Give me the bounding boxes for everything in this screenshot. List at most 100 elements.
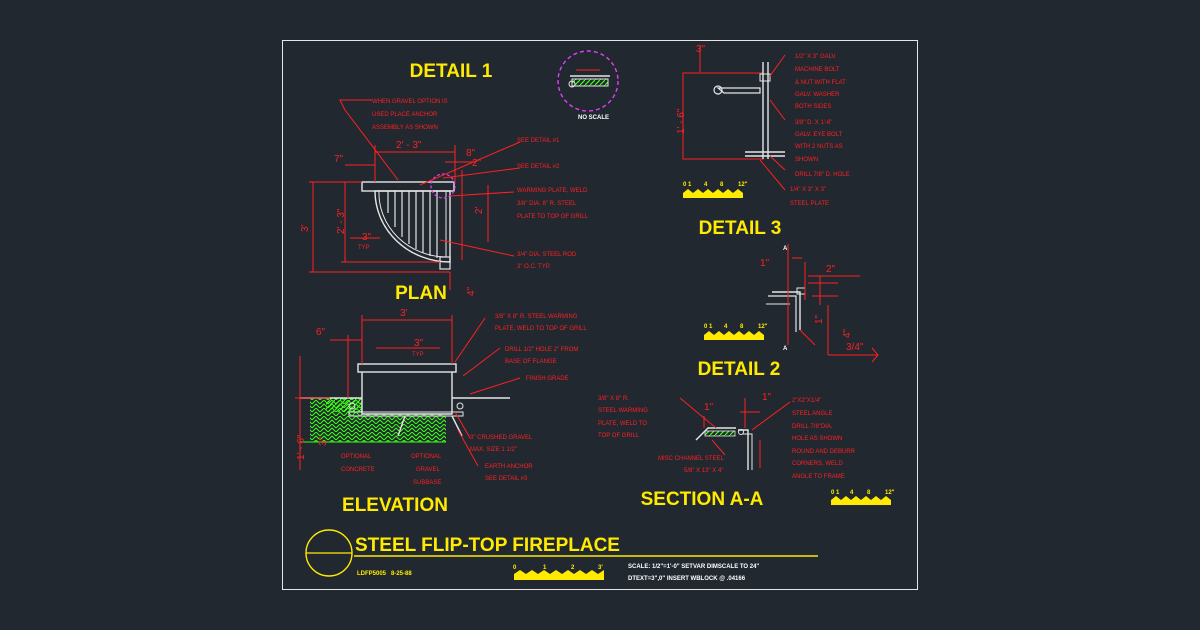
main-title: STEEL FLIP-TOP FIREPLACE [355, 535, 620, 556]
plan-note-see-detail2: SEE DETAIL #2 [517, 164, 560, 170]
detail3-note-10: DRILL 7/8" D. HOLE [795, 172, 850, 178]
plan-note-see-detail1: SEE DETAIL #1 [517, 138, 560, 144]
plan-dim-3in: 3" [362, 232, 372, 243]
elev-dim-3in-b: 3" [318, 436, 329, 446]
elev-note-concrete-1: OPTIONAL [341, 454, 372, 460]
plan-note-rod-1: 3/4" DIA. STEEL ROD [517, 252, 577, 258]
detail3-note-9: SHOWN [795, 157, 818, 163]
detail3-note-7: GALV. EYE BOLT [795, 132, 843, 138]
detail3-note-1: 1/2" X 3" GALV. [795, 54, 837, 60]
section-note-right-5: ROUND AND DEBURR [792, 449, 856, 455]
plan-note-warming-3: PLATE TO TOP OF GRILL [517, 214, 589, 220]
detail2-dim-1in-b: 1" [814, 314, 825, 324]
plan-dim-typ: TYP [358, 245, 370, 251]
plan-dim-4in: 4" [466, 286, 477, 296]
detail2-dim-4in: 4" [842, 328, 853, 338]
scale-section-0: 0 1 [831, 490, 840, 496]
detail3-note-3: & NUT WITH FLAT [795, 80, 846, 86]
detail3-note-2: MACHINE BOLT [795, 67, 840, 73]
plan-note-warming-1: WARMING PLATE, WELD [517, 188, 588, 194]
detail3-note-5: BOTH SIDES [795, 104, 831, 110]
scale-note-1: SCALE: 1/2"=1'-0" SETVAR DIMSCALE TO 24" [628, 564, 759, 570]
elev-note-plate-1: 3/8" X 8" R. STEEL WARMING [495, 314, 578, 320]
detail3-note-11: 1/4" X 3" X 3" [790, 187, 826, 193]
scale-detail2-8: 8 [740, 324, 744, 330]
section-note-channel-1: MISC CHANNEL STEEL [658, 456, 724, 462]
plan-dim-2in: 2" [472, 158, 482, 169]
scale-main-0: 0 [513, 565, 517, 571]
section-dim-1in: 1" [704, 402, 714, 413]
scale-main-3: 3' [598, 565, 603, 571]
scale-detail2-4: 4 [724, 324, 728, 330]
drawing-code: LDFP5005 [357, 571, 387, 577]
section-note-right-6: CORNERS, WELD [792, 461, 843, 467]
section-note-right-4: HOLE AS SHOWN [792, 436, 842, 442]
elev-note-drill-1: DRILL 1/2" HOLE 2" FROM [505, 347, 578, 353]
elev-note-earth-2: SEE DETAIL #3 [485, 476, 528, 482]
scale-main-2: 2 [571, 565, 575, 571]
scale-bar-detail3: 0 1 4 8 12" [683, 182, 748, 198]
scale-bar-main: 0 1 2 3' [513, 565, 604, 580]
scale-section-4: 4 [850, 490, 854, 496]
section-note-left-1: 3/8" X 8" R. [598, 396, 629, 402]
detail2-section-marker-bottom: A [783, 346, 788, 352]
elev-dim-3ft: 3' [400, 308, 408, 319]
detail1-title: DETAIL 1 [410, 61, 493, 82]
elevation-drawing: 3' 6" 3" TYP 1' - 6" 3" 3/8" X 8" R. STE… [295, 308, 587, 486]
detail2-dim-3-4: 3/4" [846, 342, 864, 353]
scale-note-2: DTEXT=3",0" INSERT WBLOCK @ .04166 [628, 576, 746, 582]
detail2-section-marker-top: A [783, 246, 788, 252]
section-note-right-2: STEEL ANGLE [792, 411, 832, 417]
detail1-circle [557, 50, 619, 112]
section-note-right-1: 2"X2"X1/4" [792, 398, 821, 404]
plan-note-gravel-3: ASSEMBLY AS SHOWN [372, 125, 438, 131]
elev-note-finish-grade: FINISH GRADE [526, 376, 569, 382]
scale-detail3-8: 8 [720, 182, 724, 188]
detail3-dim-3in: 3" [696, 44, 706, 55]
plan-note-warming-2: 3/8" DIA. 8" R. STEEL [517, 201, 577, 207]
elev-dim-3in: 3" [414, 338, 424, 349]
scale-section-12: 12" [885, 490, 895, 496]
elev-note-plate-2: PLATE, WELD TO TOP OF GRILL [495, 326, 587, 332]
plan-dim-8in: 8" [466, 148, 476, 159]
elev-note-gravel-1: OPTIONAL [411, 454, 442, 460]
detail3-note-4: GALV. WASHER [795, 92, 840, 98]
elevation-title: ELEVATION [342, 495, 448, 516]
detail2-dim-1in: 1" [760, 258, 770, 269]
plan-drawing: 7" 2' - 3" 8" 2" 3' 2' - 3" 2' 3" TYP 4"… [300, 99, 589, 296]
plan-note-rod-2: 3" O.C. TYP. [517, 264, 551, 270]
scale-detail2-0: 0 1 [704, 324, 713, 330]
plan-note-gravel-1: WHEN GRAVEL OPTION IS [372, 99, 448, 105]
detail3-note-12: STEEL PLATE [790, 201, 829, 207]
scale-section-8: 8 [867, 490, 871, 496]
section-dim-1in-b: 1" [762, 392, 772, 403]
elev-dim-1-6: 1' - 6" [296, 434, 307, 460]
section-aa-title: SECTION A-A [641, 489, 764, 510]
detail2-drawing: A A 1" 2" 4" 3/4" 1" [760, 244, 879, 363]
plan-title: PLAN [395, 283, 447, 304]
section-aa-drawing: 1" 1" 3/8" X 8" R. STEEL WARMING PLATE, … [598, 392, 856, 480]
section-note-channel-2: 5/8" X 13" X 4" [684, 468, 723, 474]
scale-bar-section: 0 1 4 8 12" [831, 490, 895, 505]
elev-note-gravel-2: GRAVEL [416, 467, 441, 473]
elev-note-concrete-2: CONCRETE [341, 467, 375, 473]
scale-detail2-12: 12" [758, 324, 768, 330]
plan-dim-2ft: 2' [474, 206, 485, 214]
elev-note-crushed-1: 3" CRUSHED GRAVEL [470, 435, 533, 441]
elev-note-earth-1: EARTH ANCHOR [485, 464, 533, 470]
scale-main-1: 1 [543, 565, 547, 571]
detail3-dim-1-6: 1' - 6" [676, 108, 687, 134]
detail3-note-8: WITH 2 NUTS AS [795, 144, 843, 150]
drawing-date: 8-25-88 [391, 571, 412, 577]
detail2-title: DETAIL 2 [698, 359, 781, 380]
elev-dim-typ: TYP [412, 352, 424, 358]
scale-bar-detail2: 0 1 4 8 12" [704, 324, 768, 340]
detail3-title: DETAIL 3 [699, 218, 782, 239]
scale-detail3-0: 0 1 [683, 182, 692, 188]
elev-note-drill-2: BASE OF FLANGE [505, 359, 557, 365]
section-note-right-3: DRILL 7/8"DIA. [792, 424, 833, 430]
detail3-drawing: 3" 1' - 6" 1/2" X 3" GALV. MACHINE BOLT … [676, 44, 850, 207]
section-note-right-7: ANGLE TO FRAME [792, 474, 845, 480]
section-note-left-3: PLATE, WELD TO [598, 421, 647, 427]
